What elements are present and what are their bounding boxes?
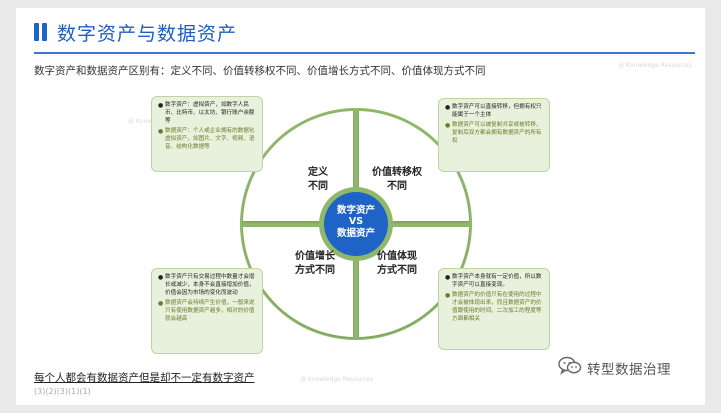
watermark: @ Knowledge Resources (618, 62, 692, 69)
list-item: ●数据资产的价值只有在使用的过程中才会被体现出来，而且数据资产的价值跟使用的时间… (445, 291, 542, 322)
brand: 转型数据治理 (558, 356, 671, 380)
subtitle: 数字资产和数据资产区别有：定义不同、价值转移权不同、价值增长方式不同、价值体现方… (34, 65, 486, 77)
box-definition: ●数字资产：虚拟资产，如数字人民币、比特币、以太坊、银行账户余额等 ●数据资产：… (151, 96, 263, 172)
box-value-growth: ●数字资产只有交易过程中数量才会增长或减少，本身不会直接增加价值，价值会因为市场… (151, 268, 263, 354)
wechat-icon (558, 356, 582, 380)
list-item: ●数字资产可以直接转移，但拥有权只能属于一个主体 (445, 104, 542, 118)
brand-name: 转型数据治理 (587, 362, 671, 378)
box-value-realization: ●数字资产本身就有一定价值，所以数字资产可以直接变现。 ●数据资产的价值只有在使… (438, 268, 550, 350)
list-item: ●数据资产会持续产生价值，一般来说只有使用数据资产越多，相对的价值就会越高 (158, 299, 255, 322)
page-title: 数字资产与数据资产 (57, 22, 238, 45)
list-item: ●数字资产只有交易过程中数量才会增长或减少，本身不会直接增加价值，价值会因为市场… (158, 274, 255, 296)
footer-page-marks: (3)(2)(3)(1)(1) (34, 387, 91, 396)
footer-statement: 每个人都会有数据资产但是却不一定有数字资产 (34, 372, 255, 384)
label-definition: 定义不同 (308, 167, 328, 192)
label-value-growth: 价值增长方式不同 (295, 251, 335, 276)
box-value-transfer: ●数字资产可以直接转移，但拥有权只能属于一个主体 ●数据资产可以被复制共享或被转… (438, 98, 550, 172)
title-bar: 数字资产与数据资产 (34, 18, 237, 46)
watermark: @ Knowledge Resources (300, 376, 374, 383)
label-value-realization: 价值体现方式不同 (377, 251, 417, 276)
list-item: ●数字资产：虚拟资产，如数字人民币、比特币、以太坊、银行账户余额等 (158, 102, 255, 124)
title-divider (34, 52, 695, 54)
list-item: ●数据资产：个人或企业拥有的数据化虚拟资产，如图片、文字、视频、语音、结构化数据… (158, 127, 255, 150)
label-value-transfer: 价值转移权不同 (372, 167, 422, 192)
list-item: ●数字资产本身就有一定价值，所以数字资产可以直接变现。 (445, 274, 542, 288)
double-bar-icon (34, 23, 47, 41)
list-item: ●数据资产可以被复制共享或被转移，复制后双方都会拥有数据资产的所有权 (445, 121, 542, 144)
